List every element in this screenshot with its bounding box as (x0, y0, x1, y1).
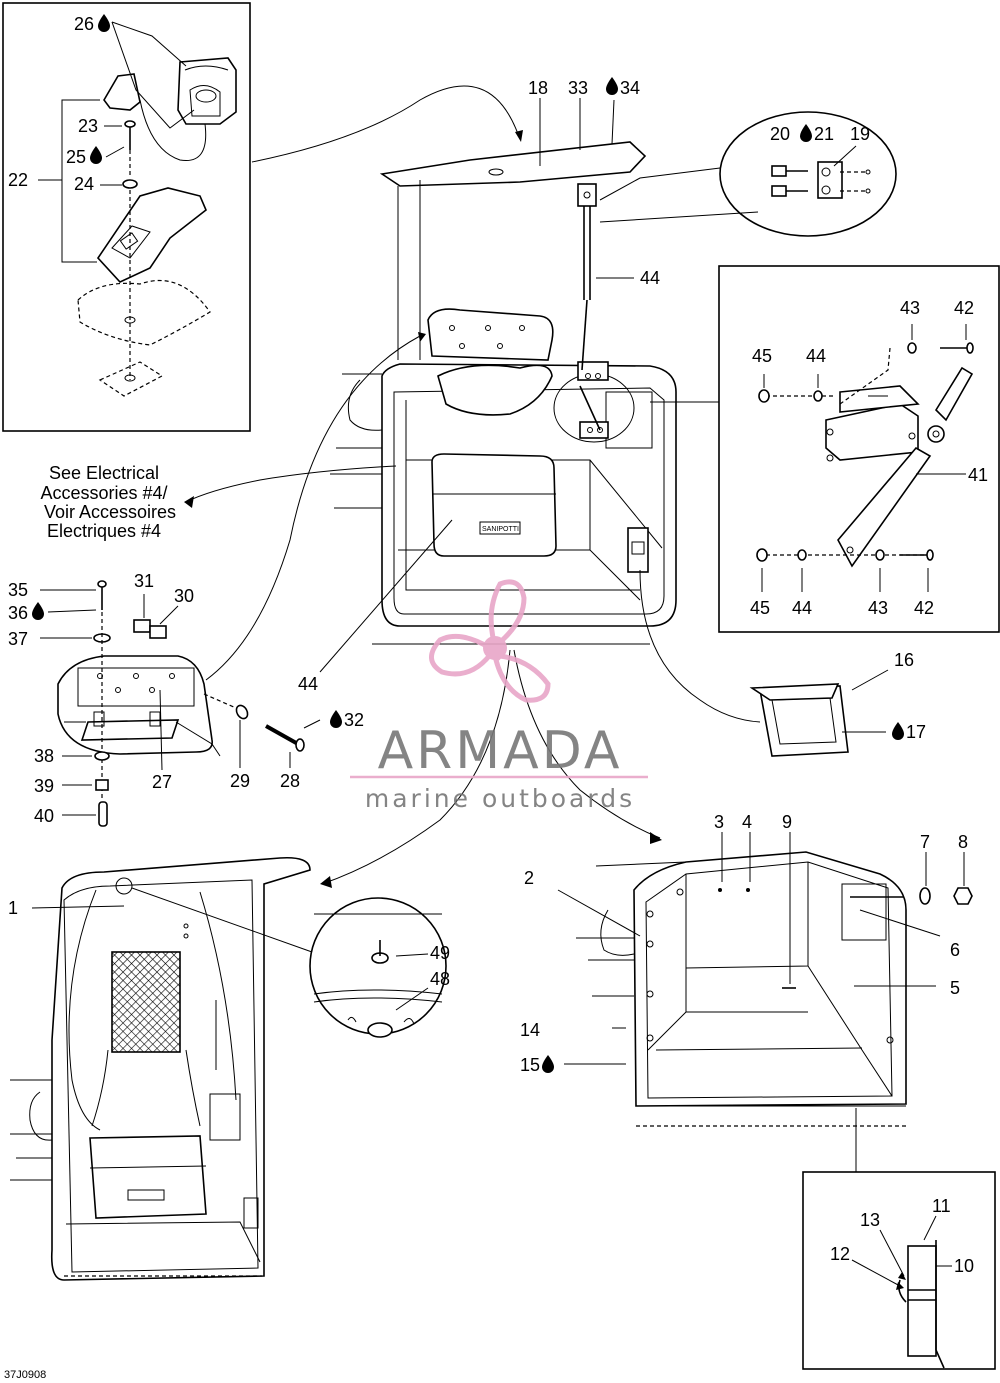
callout-42-bottom: 42 (914, 598, 934, 618)
inset-frame-latch (2, 2, 251, 432)
droplet-icon (90, 146, 102, 164)
callout-1: 1 (8, 898, 18, 918)
callout-29: 29 (230, 771, 250, 791)
callout-4: 4 (742, 812, 752, 832)
droplet-icons (32, 14, 904, 1073)
callout-45-bottom: 45 (750, 598, 770, 618)
callout-17: 17 (906, 722, 926, 742)
droplet-icon (892, 722, 904, 740)
callout-14: 14 (520, 1020, 540, 1040)
detail-circle-rivet (309, 897, 447, 1035)
callout-6: 6 (950, 940, 960, 960)
callout-28: 28 (280, 771, 300, 791)
callout-35: 35 (8, 580, 28, 600)
lower-left-assembled-view (10, 856, 313, 1281)
upper-box-assembly: SANIPOTTI (330, 141, 677, 645)
callout-19: 19 (850, 124, 870, 144)
callout-2: 2 (524, 868, 534, 888)
callout-15: 15 (520, 1055, 540, 1075)
callout-33: 33 (568, 78, 588, 98)
callout-37: 37 (8, 629, 28, 649)
inset-frame-seal-detail (802, 1171, 996, 1370)
gas-spring-bracket-detail (756, 324, 974, 592)
callout-20: 20 (770, 124, 790, 144)
callout-44-bottom: 44 (792, 598, 812, 618)
callout-45-top: 45 (752, 346, 772, 366)
rivet-detail (313, 913, 443, 1038)
callout-25: 25 (66, 147, 86, 167)
callout-34: 34 (620, 78, 640, 98)
svg-text:SANIPOTTI: SANIPOTTI (482, 526, 519, 533)
callout-46: 44 (640, 268, 660, 288)
callout-10: 10 (954, 1256, 974, 1276)
detail-circle-hinge (719, 111, 897, 237)
callout-30: 30 (174, 586, 194, 606)
droplet-icon (98, 14, 110, 32)
callout-21: 21 (814, 124, 834, 144)
callout-39: 39 (34, 776, 54, 796)
callout-24: 24 (74, 174, 94, 194)
callout-7: 7 (920, 832, 930, 852)
latch-assembly (38, 21, 237, 397)
callout-12: 12 (830, 1244, 850, 1264)
callout-13: 13 (860, 1210, 880, 1230)
leader-latch-to-lid (251, 85, 519, 163)
callout-26: 26 (74, 14, 94, 34)
callout-32: 32 (344, 710, 364, 730)
droplet-icon (800, 124, 812, 142)
propeller-logo-icon (429, 579, 551, 703)
note-line-2: Accessories #4/ (40, 483, 167, 503)
droplet-icon (32, 602, 44, 620)
callout-11: 11 (932, 1196, 951, 1216)
watermark-brand: ARMADA (378, 721, 623, 781)
callout-23: 23 (78, 116, 98, 136)
seal-detail (851, 1215, 952, 1369)
callout-5: 5 (950, 978, 960, 998)
callout-47: 44 (298, 674, 318, 694)
callout-9: 9 (782, 812, 792, 832)
droplet-icon (330, 710, 342, 728)
hatch-frame (749, 669, 889, 757)
note-line-1: See Electrical (49, 463, 159, 483)
lid-bracket-assembly (40, 580, 321, 827)
callout-42-top: 42 (954, 298, 974, 318)
callout-labels: 26 23 25 22 24 18 33 34 20 21 19 44 43 4… (8, 14, 988, 1276)
droplet-icon (542, 1055, 554, 1073)
watermark: ARMADA marine outboards (350, 579, 648, 813)
droplet-icon (606, 77, 618, 95)
callout-18: 18 (528, 78, 548, 98)
callout-16: 16 (894, 650, 914, 670)
cross-reference-note: See Electrical Accessories #4/ Voir Acce… (40, 463, 176, 541)
lower-right-box-shell (557, 832, 973, 1172)
note-line-4: Electriques #4 (47, 521, 161, 541)
callout-43-bottom: 43 (868, 598, 888, 618)
callout-8: 8 (958, 832, 968, 852)
callout-27: 27 (152, 772, 172, 792)
callout-43-top: 43 (900, 298, 920, 318)
watermark-tagline: marine outboards (365, 784, 635, 813)
drawing-code: 37J0908 (4, 1369, 46, 1381)
note-line-3: Voir Accessoires (44, 502, 176, 522)
callout-41: 41 (968, 465, 988, 485)
callout-31: 31 (134, 571, 154, 591)
callout-44-top: 44 (806, 346, 826, 366)
hinge-detail (771, 145, 871, 199)
callout-40: 40 (34, 806, 54, 826)
callout-48: 48 (430, 969, 450, 989)
callout-36: 36 (8, 603, 28, 623)
inset-frame-gas-spring-bracket (718, 265, 1000, 633)
callout-3: 3 (714, 812, 724, 832)
callout-38: 38 (34, 746, 54, 766)
callout-49: 49 (430, 943, 450, 963)
callout-22: 22 (8, 170, 28, 190)
